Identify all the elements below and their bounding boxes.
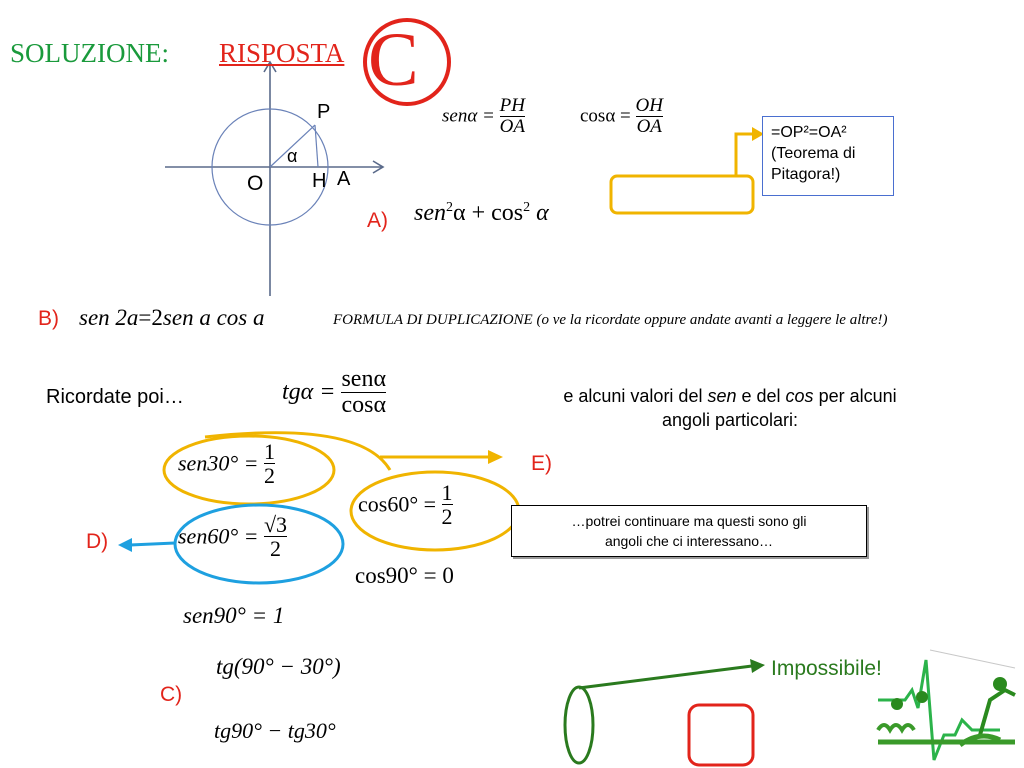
values-intro-a: e alcuni valori del — [563, 386, 708, 406]
segment-ph — [314, 124, 319, 168]
answer-label: RISPOSTA — [219, 38, 345, 68]
label-a: A — [337, 168, 351, 190]
cos60-den: 2 — [441, 504, 453, 530]
sen60-formula: sen60° = √3 2 — [178, 512, 288, 560]
note-box: …potrei continuare ma questi sono gli an… — [511, 505, 867, 557]
tg-lhs: tgα = — [282, 379, 336, 406]
values-intro-line-2: angoli particolari: — [661, 410, 799, 430]
tg-num: senα — [341, 366, 387, 392]
cos-definition: cosα = OH OA — [580, 96, 663, 137]
item-c-expression-1: tg(90° − 30°) — [216, 654, 341, 679]
item-a-expression: sen2α + cos2 α — [414, 200, 549, 227]
cos-fraction: OH OA — [635, 95, 663, 137]
note-line-2: angoli che ci interessano… — [604, 533, 774, 549]
item-a-mid: α + cos — [453, 200, 524, 226]
item-a-label: A) — [367, 209, 388, 232]
sen-lhs: senα = — [442, 105, 495, 127]
radius-op — [269, 124, 316, 168]
sen60-num: √3 — [263, 512, 288, 537]
cos60-fraction: 1 2 — [441, 480, 453, 530]
item-b-label: B) — [38, 307, 59, 330]
answer-letter: C — [368, 18, 419, 102]
tg-fraction: senα cosα — [341, 366, 387, 419]
item-a-sup2: 2 — [523, 200, 531, 215]
tg-den: cosα — [341, 392, 387, 419]
duplication-note: FORMULA DI DUPLICAZIONE (o ve la ricorda… — [333, 312, 888, 328]
answer-circle — [363, 18, 451, 106]
sen-num: PH — [499, 95, 525, 116]
cos-den: OA — [635, 115, 663, 137]
e-connector — [204, 431, 392, 471]
sen60-lhs: sen60° = — [178, 523, 259, 549]
sen30-formula: sen30° = 1 2 — [178, 440, 275, 487]
item-a-sup1: 2 — [446, 200, 453, 215]
item-a-sen: sen — [414, 200, 446, 226]
cos60-lhs: cos60° = — [358, 491, 437, 517]
cos-lhs: cosα = — [580, 105, 631, 127]
orange-arrow-head — [752, 127, 764, 141]
cos60-num: 1 — [441, 480, 453, 505]
note-line-1: …potrei continuare ma questi sono gli — [571, 513, 807, 529]
cos60-formula: cos60° = 1 2 — [358, 481, 453, 528]
label-p: P — [317, 101, 331, 123]
item-d-label: D) — [86, 530, 109, 553]
sen-den: OA — [499, 115, 525, 137]
item-e-label: E) — [531, 452, 552, 475]
item-c-expression-2: tg90° − tg30° — [214, 718, 336, 743]
sen90-formula: sen90° = 1 — [183, 603, 285, 628]
sen30-den: 2 — [263, 463, 275, 489]
orange-highlight-box — [609, 174, 755, 215]
impossible-label: Impossibile! — [771, 657, 882, 680]
sen-fraction: PH OA — [499, 95, 525, 137]
values-intro-cos: cos — [785, 386, 814, 406]
x-axis-arrow — [372, 160, 385, 174]
solution-label: SOLUZIONE: — [10, 38, 169, 68]
values-intro-sen: sen — [707, 386, 737, 406]
values-intro-b: e del — [736, 386, 786, 406]
d-arrow-line — [129, 541, 176, 547]
pythagoras-callout: =OP²=OA² (Teorema di Pitagora!) — [762, 116, 894, 196]
item-b-italic2: sen a cos a — [162, 305, 265, 330]
label-h: H — [312, 170, 327, 192]
e-arrow-head — [488, 450, 503, 464]
item-a-end: α — [530, 200, 549, 226]
item-b-italic1: sen 2a — [79, 305, 139, 330]
tg-definition: tgα = senα cosα — [282, 366, 387, 419]
sen30-fraction: 1 2 — [263, 439, 275, 489]
cos-num: OH — [635, 95, 663, 116]
sen30-num: 1 — [263, 439, 275, 464]
item-c-label: C) — [160, 683, 183, 706]
callout-line-1: =OP²=OA² — [771, 124, 847, 141]
callout-line-3: Pitagora!) — [771, 166, 841, 183]
cos90-formula: cos90° = 0 — [355, 563, 454, 588]
logo-icon — [876, 649, 1016, 761]
unit-circle-diagram — [165, 60, 385, 296]
values-intro-line-1: e alcuni valori del sen e del cos per al… — [505, 384, 955, 408]
remember-label: Ricordate poi… — [46, 386, 184, 408]
values-intro-c: per alcuni — [813, 386, 897, 406]
d-arrow-head — [118, 538, 132, 552]
sen-definition: senα = PH OA — [442, 96, 525, 137]
green-ellipse — [563, 685, 595, 765]
y-axis-arrow — [263, 60, 277, 73]
red-square — [687, 703, 755, 767]
item-b-plain: =2 — [138, 305, 163, 330]
values-intro: e alcuni valori del sen e del cos per al… — [505, 384, 955, 432]
sen30-lhs: sen30° = — [178, 450, 259, 476]
label-o: O — [247, 172, 264, 195]
sen60-fraction: √3 2 — [263, 512, 288, 560]
green-arrow-line — [578, 664, 753, 690]
label-alpha: α — [287, 146, 298, 166]
sen60-den: 2 — [263, 536, 288, 560]
unit-circle — [211, 108, 329, 226]
callout-line-2: (Teorema di — [771, 145, 856, 162]
orange-arrow-line — [734, 132, 752, 176]
item-b-expression: sen 2a=2sen a cos a — [79, 305, 264, 331]
green-arrow-head — [750, 659, 765, 673]
